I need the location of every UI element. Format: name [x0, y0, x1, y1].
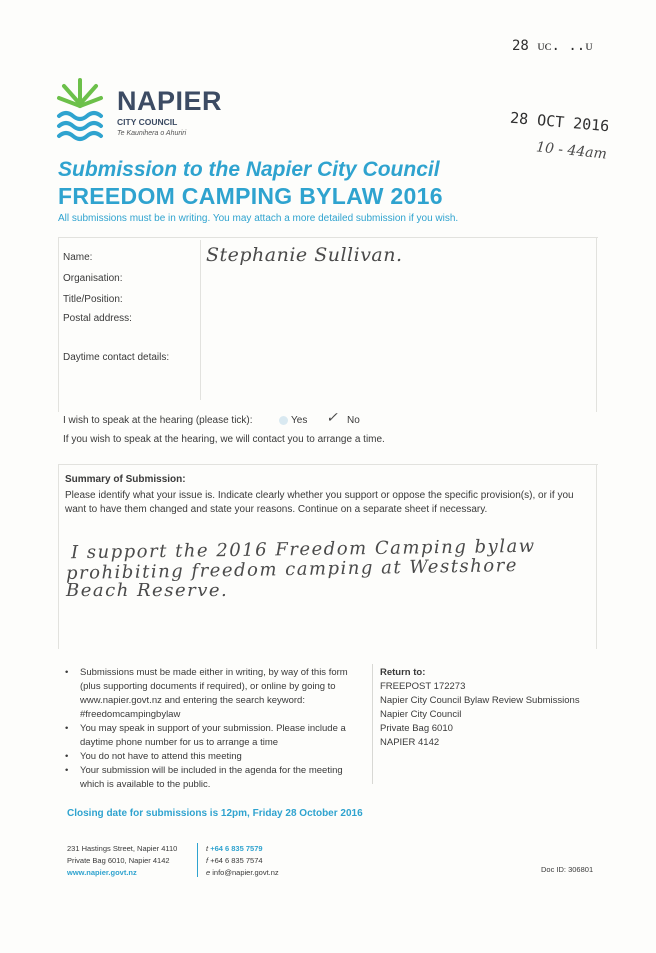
- no-checkbox-tick[interactable]: ✓: [326, 410, 338, 426]
- name-field[interactable]: Stephanie Sullivan.: [206, 244, 403, 266]
- return-line: Napier City Council: [380, 709, 462, 720]
- doc-id: Doc ID: 306801: [541, 865, 594, 874]
- no-label: No: [347, 415, 360, 426]
- form-top-border: [58, 237, 598, 238]
- info-bullet-list: Submissions must be made either in writi…: [64, 666, 364, 792]
- footer-address: 231 Hastings Street, Napier 4110 Private…: [67, 843, 177, 879]
- logo-wordmark: NAPIER CITY COUNCIL Te Kaunihera o Ahuri…: [117, 86, 223, 138]
- form-left-border: [58, 237, 59, 412]
- form-label-divider: [200, 240, 201, 400]
- footer-contacts: t +64 6 835 7579 f +64 6 835 7574 e info…: [206, 843, 279, 879]
- footer-email-link[interactable]: info@napier.govt.nz: [212, 868, 279, 877]
- footer-fax: +64 6 835 7574: [210, 856, 263, 865]
- footer-address-line: 231 Hastings Street, Napier 4110: [67, 844, 178, 853]
- received-date-stamp: 28 OCT 2016: [509, 108, 610, 136]
- speak-at-hearing-note: If you wish to speak at the hearing, we …: [63, 434, 385, 445]
- summary-heading: Summary of Submission:: [65, 474, 186, 485]
- postal-address-label: Postal address:: [63, 313, 132, 324]
- return-line: FREEPOST 172273: [380, 681, 466, 692]
- summary-instructions: Please identify what your issue is. Indi…: [65, 490, 574, 515]
- postal-address-field[interactable]: [206, 308, 591, 346]
- return-line: Private Bag 6010: [380, 723, 453, 734]
- page-subtitle: All submissions must be in writing. You …: [58, 213, 459, 224]
- page-title-line2: FREEDOM CAMPING BYLAW 2016: [58, 183, 443, 209]
- logo-council-text: CITY COUNCIL: [117, 117, 178, 127]
- organisation-field[interactable]: [206, 268, 591, 286]
- logo-napier-text: NAPIER: [117, 86, 223, 116]
- info-bullet-item: You do not have to attend this meeting: [65, 750, 364, 764]
- received-stamp-partial: 28 ᴜᴄ. ..ᴜ: [512, 38, 593, 54]
- summary-right-border: [596, 464, 597, 649]
- form-right-border: [596, 237, 597, 412]
- info-divider: [372, 664, 373, 784]
- fax-prefix: f: [206, 856, 209, 865]
- info-bullet-item: You may speak in support of your submiss…: [65, 722, 364, 750]
- organisation-label: Organisation:: [63, 273, 123, 284]
- yes-checkbox[interactable]: [279, 416, 288, 425]
- title-position-field[interactable]: [206, 289, 591, 307]
- return-line: Napier City Council Bylaw Review Submiss…: [380, 695, 580, 706]
- return-heading: Return to:: [380, 667, 426, 678]
- title-position-label: Title/Position:: [63, 294, 123, 305]
- yes-label: Yes: [291, 415, 308, 426]
- closing-date-notice: Closing date for submissions is 12pm, Fr…: [67, 808, 363, 819]
- page-title-line1: Submission to the Napier City Council: [58, 158, 440, 181]
- daytime-contact-field[interactable]: [206, 347, 591, 377]
- received-time-handwritten: 10 - 44am: [535, 139, 608, 163]
- footer-address-line: Private Bag 6010, Napier 4142: [67, 856, 170, 865]
- speak-at-hearing-label: I wish to speak at the hearing (please t…: [63, 415, 253, 426]
- email-prefix: e: [206, 868, 211, 877]
- logo-maori-text: Te Kaunihera o Ahuriri: [117, 130, 187, 137]
- name-label: Name:: [63, 252, 93, 263]
- phone-prefix: t: [206, 844, 209, 853]
- return-address: Return to: FREEPOST 172273 Napier City C…: [380, 666, 580, 750]
- footer-website-link[interactable]: www.napier.govt.nz: [67, 868, 137, 877]
- daytime-contact-label: Daytime contact details:: [63, 352, 170, 363]
- return-line: NAPIER 4142: [380, 737, 440, 748]
- info-bullet-item: Submissions must be made either in writi…: [65, 666, 364, 722]
- summary-field[interactable]: I support the 2016 Freedom Camping bylaw…: [66, 527, 591, 637]
- footer-phone: +64 6 835 7579: [210, 844, 263, 853]
- napier-logo-icon: [57, 78, 103, 141]
- summary-top-border: [58, 464, 598, 465]
- info-bullet-item: Your submission will be included in the …: [65, 764, 364, 792]
- footer-divider: [197, 843, 198, 877]
- summary-left-border: [58, 464, 59, 649]
- summary-handwritten-line: Beach Reserve.: [66, 580, 229, 601]
